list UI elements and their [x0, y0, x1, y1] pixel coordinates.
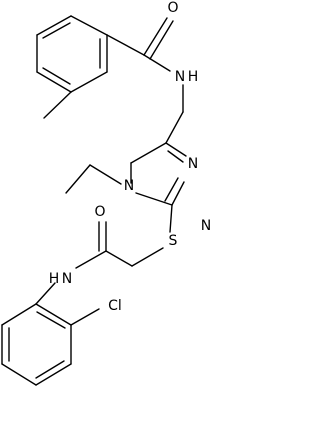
- amide-nitrogen-label-top: N: [175, 69, 185, 85]
- atom-labels: O N H N N N S O H N Cl: [49, 0, 212, 314]
- bond: [70, 15, 108, 36]
- triazole-nitrogen-4-label: N: [124, 178, 134, 194]
- bond: [165, 111, 184, 144]
- bond: [1, 363, 37, 386]
- bond: [171, 181, 185, 206]
- bond: [43, 91, 72, 119]
- bond: [130, 142, 167, 164]
- bond-inner: [42, 67, 71, 85]
- bond-inner: [36, 311, 66, 329]
- bond: [36, 15, 72, 36]
- bond-lines: [1, 15, 187, 386]
- triazole-nitrogen-2-label: N: [201, 218, 211, 234]
- triazole-nitrogen-1-label: N: [188, 156, 198, 172]
- bond: [70, 308, 100, 326]
- bond: [131, 247, 164, 267]
- bond: [106, 34, 145, 56]
- bond: [36, 71, 72, 93]
- bond: [35, 363, 72, 386]
- bond: [1, 303, 37, 326]
- bond-inner: [42, 22, 71, 39]
- bond: [143, 17, 168, 56]
- bond: [105, 250, 133, 267]
- sulfur-label: S: [169, 233, 178, 249]
- molecule-structure-diagram: O N H N N N S O H N Cl: [1, 0, 212, 386]
- bond: [35, 282, 56, 305]
- bond: [149, 20, 174, 60]
- oxygen-label-top: O: [167, 0, 178, 16]
- bond: [75, 250, 107, 269]
- bond: [35, 303, 72, 326]
- amide-hydrogen-label-bottom: H: [49, 271, 60, 287]
- bond: [165, 142, 187, 157]
- bond: [70, 71, 108, 93]
- oxygen-label-bottom: O: [94, 204, 105, 220]
- bond: [65, 164, 91, 194]
- bond: [164, 177, 179, 202]
- bond: [169, 204, 173, 233]
- bond-inner: [35, 360, 65, 379]
- bond: [89, 164, 122, 185]
- chlorine-label: Cl: [108, 298, 122, 314]
- bond: [143, 54, 171, 72]
- bond: [167, 150, 184, 163]
- amide-hydrogen-label-top: H: [188, 69, 199, 85]
- bond: [135, 192, 173, 206]
- amide-nitrogen-label-bottom: N: [62, 271, 72, 287]
